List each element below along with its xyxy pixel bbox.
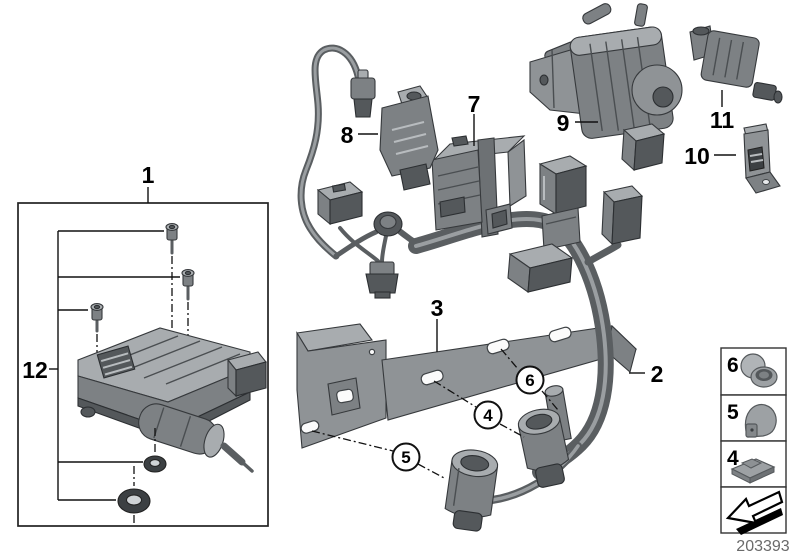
harness-connector-icon: [316, 181, 364, 226]
callout-11[interactable]: 11: [710, 107, 735, 133]
callout-12[interactable]: 12: [22, 357, 48, 383]
kit-box-frame: [17, 202, 269, 527]
callout-2[interactable]: 2: [651, 361, 664, 387]
cable-clip-icon: [730, 458, 776, 484]
legend-arrow-cell: [720, 486, 787, 535]
grommet-icon: [740, 353, 778, 388]
legend-label-6: 6: [727, 354, 739, 377]
legend-item-5: 5: [720, 394, 787, 442]
callout-labels: 1 2 3 7 8 9 10 11 12: [22, 91, 734, 387]
sheet-number: 203393: [736, 538, 789, 555]
part-8-module: [358, 85, 439, 191]
part-11-sensor: [689, 25, 783, 107]
legend-panel: 6 5 4: [720, 347, 790, 555]
callout-3[interactable]: 3: [431, 295, 444, 321]
harness-connector-icon: [507, 243, 574, 293]
harness-round-connector-icon: [517, 385, 572, 488]
callout-4-circle[interactable]: [473, 400, 503, 430]
legend-label-4: 4: [727, 447, 739, 470]
delivery-unit-illustration: [77, 327, 267, 473]
callout-9[interactable]: 9: [557, 110, 570, 136]
washer-small-icon: [143, 428, 167, 473]
part-3-bracket: [296, 319, 638, 449]
callout-8[interactable]: 8: [341, 122, 354, 148]
callout-7[interactable]: 7: [468, 91, 481, 117]
harness-connector-icon: [538, 155, 588, 215]
callout-6-circle[interactable]: [515, 365, 545, 395]
harness-connector-icon: [601, 185, 644, 246]
callout-10[interactable]: 10: [684, 143, 710, 169]
part-12-delivery-unit-group: [49, 223, 267, 524]
part-10-bracket-clip: [714, 123, 781, 194]
harness-connector-icon: [365, 261, 399, 299]
part-12-leader-spine: [49, 230, 180, 501]
callout-6[interactable]: 6: [525, 371, 534, 390]
harness-grommet-icon: [373, 211, 403, 237]
part-1-kit-box: [17, 187, 269, 527]
screw-icon: [165, 223, 179, 342]
part-7-control-unit: [431, 114, 527, 238]
legend-item-6: 6: [720, 347, 787, 396]
callout-4[interactable]: 4: [483, 406, 493, 425]
callout-1[interactable]: 1: [142, 162, 155, 188]
harness-connector-icon: [541, 207, 581, 251]
harness-plug-icon: [350, 69, 376, 118]
harness-round-connector-icon: [444, 449, 499, 532]
clip-icon: [744, 403, 777, 438]
part-9-pump: [529, 3, 683, 172]
direction-of-travel-arrow-icon: [725, 490, 784, 535]
callout-5-circle[interactable]: [391, 442, 421, 472]
circled-callouts: 6 4 5: [311, 348, 559, 480]
legend-item-4: 4: [720, 440, 787, 488]
washer-large-icon: [117, 466, 151, 524]
legend-label-5: 5: [727, 401, 739, 424]
callout-5[interactable]: 5: [401, 448, 410, 467]
